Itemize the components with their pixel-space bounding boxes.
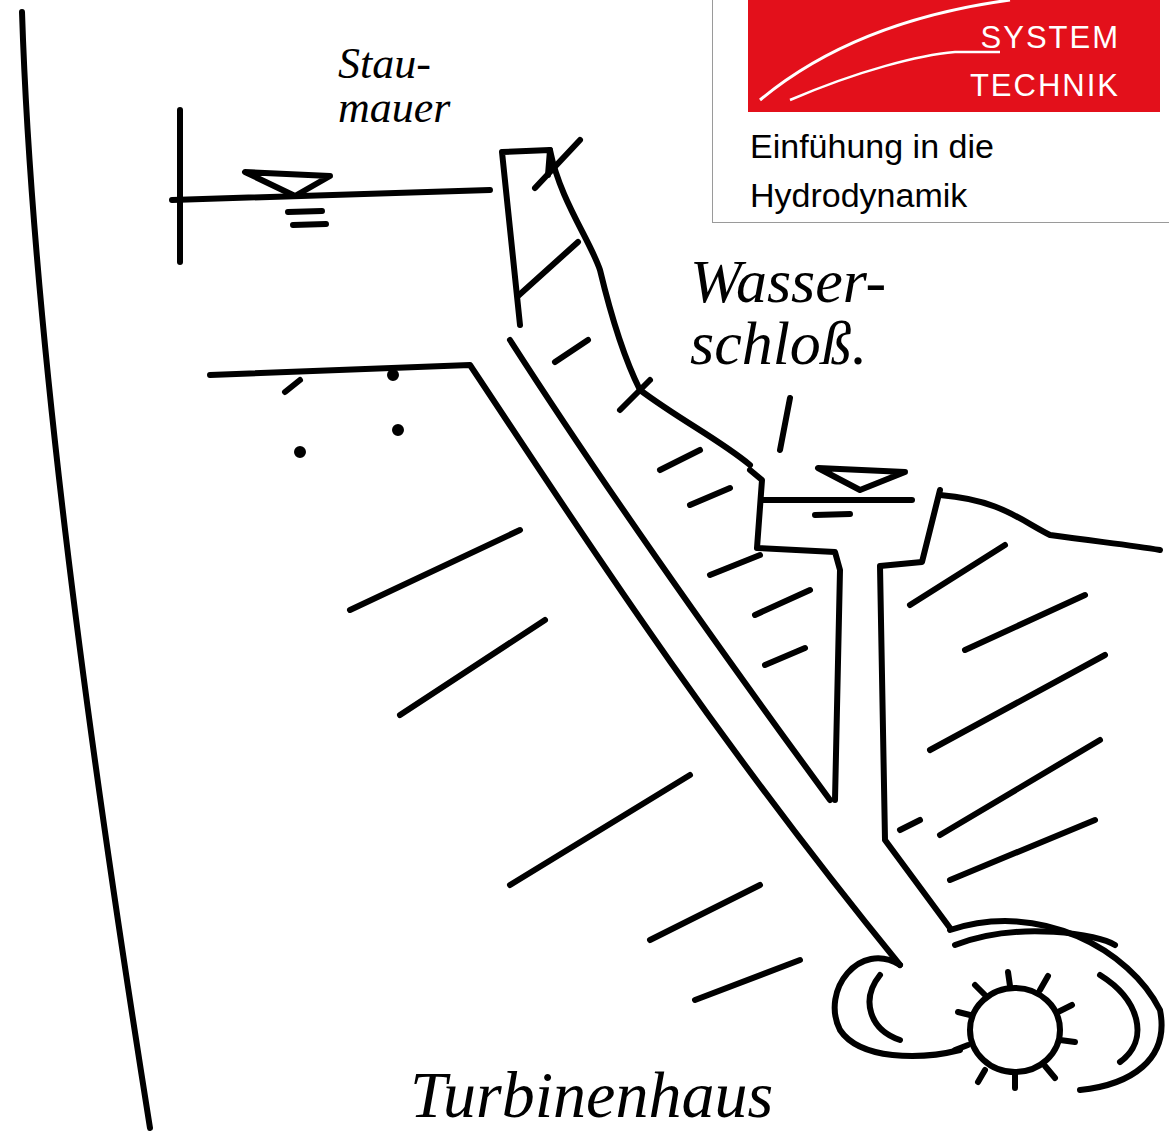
- header-box: Einfühung in die Hydrodynamik SYSTEM TECH…: [712, 0, 1169, 225]
- node-text: Einfühung in die Hydrodynamik: [750, 122, 1070, 221]
- logo-banner: SYSTEM TECHNIK: [748, 0, 1160, 114]
- node-text: SYSTEM TECHNIK: [898, 14, 1120, 110]
- dam-label: Stau- mauer: [338, 42, 528, 130]
- turbine-house-label: Turbinenhaus: [410, 1062, 970, 1128]
- surge-tank-label: Wasser- schloß.: [690, 250, 990, 374]
